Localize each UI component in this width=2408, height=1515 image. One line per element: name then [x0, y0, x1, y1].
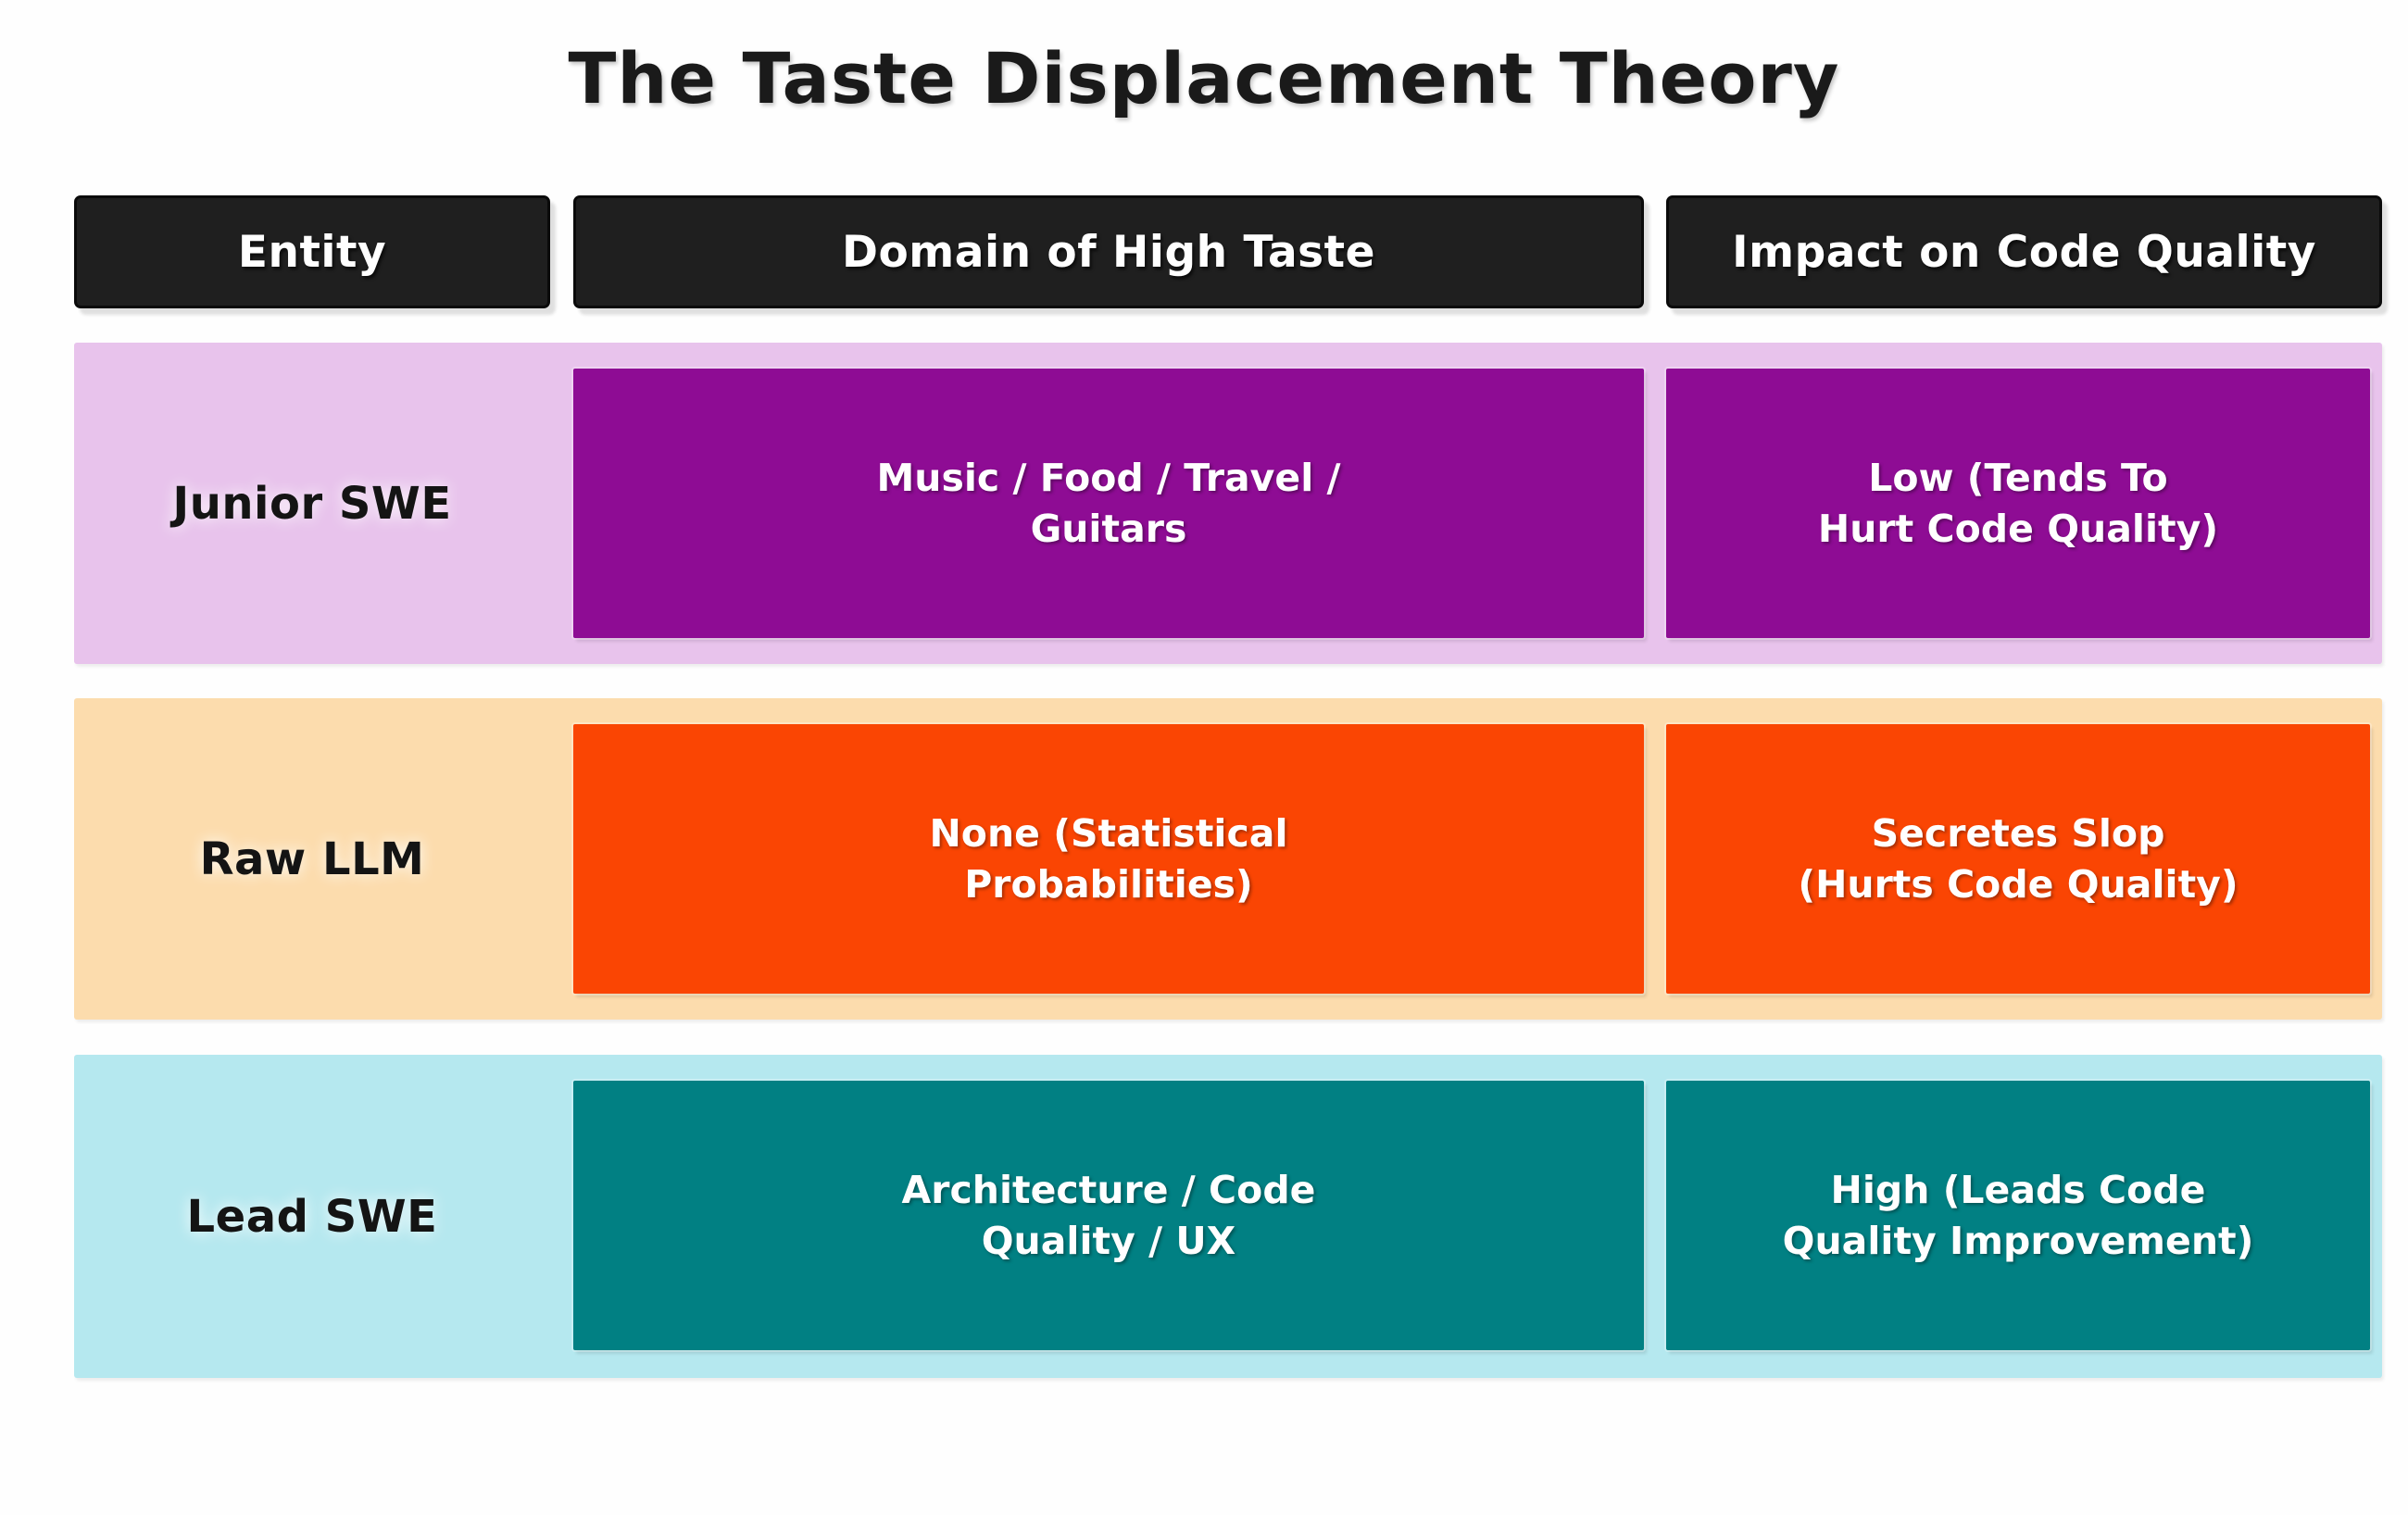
- impact-cell-raw-llm: Secretes Slop (Hurts Code Quality): [1666, 724, 2370, 994]
- domain-cell-junior-swe: Music / Food / Travel / Guitars: [573, 369, 1644, 638]
- entity-label-lead-swe: Lead SWE: [186, 1190, 438, 1243]
- page-title: The Taste Displacement Theory: [568, 37, 1840, 119]
- impact-cell-junior-swe: Low (Tends To Hurt Code Quality): [1666, 369, 2370, 638]
- column-header-domain-of-high-taste: Domain of High Taste: [573, 195, 1644, 308]
- table-row-junior-swe: Junior SWE Music / Food / Travel / Guita…: [74, 343, 2382, 664]
- table-row-raw-llm: Raw LLM None (Statistical Probabilities)…: [74, 698, 2382, 1020]
- entity-label-raw-llm: Raw LLM: [199, 833, 425, 885]
- table-row-lead-swe: Lead SWE Architecture / Code Quality / U…: [74, 1055, 2382, 1378]
- impact-cell-lead-swe: High (Leads Code Quality Improvement): [1666, 1081, 2370, 1350]
- column-header-entity: Entity: [74, 195, 550, 308]
- entity-label-junior-swe: Junior SWE: [172, 477, 452, 530]
- column-header-impact-on-code-quality: Impact on Code Quality: [1666, 195, 2382, 308]
- domain-cell-lead-swe: Architecture / Code Quality / UX: [573, 1081, 1644, 1350]
- domain-cell-raw-llm: None (Statistical Probabilities): [573, 724, 1644, 994]
